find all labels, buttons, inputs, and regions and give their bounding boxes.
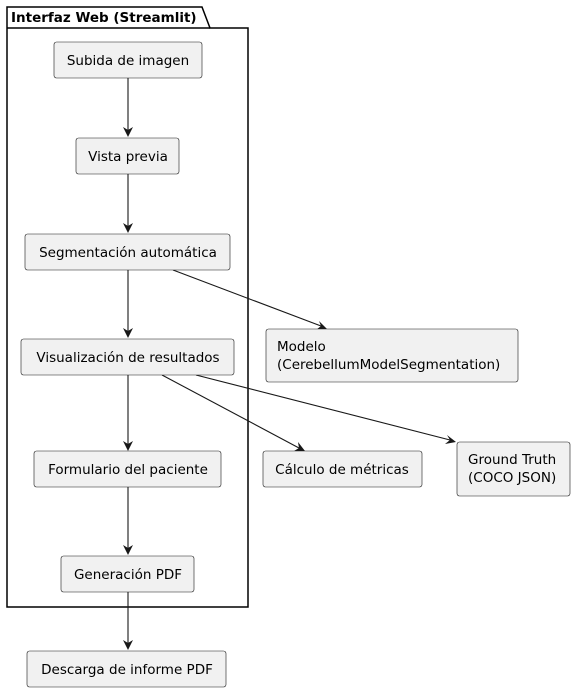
arrowhead (123, 441, 133, 451)
arrowhead (316, 321, 327, 330)
node-label-line2: (COCO JSON) (468, 470, 556, 486)
node-label: Formulario del paciente (48, 462, 208, 478)
node-preview: Vista previa (75, 137, 180, 175)
edges (123, 78, 456, 650)
arrowhead (123, 545, 133, 555)
node-label: Vista previa (88, 149, 168, 165)
node-visualization: Visualización de resultados (20, 338, 235, 376)
edge-segmentation-model (172, 269, 322, 327)
package-streamlit: Interfaz Web (Streamlit) (6, 6, 249, 608)
arrowhead (123, 127, 133, 137)
edge-visualization-ground-truth (195, 374, 451, 441)
node-label: Descarga de informe PDF (41, 662, 213, 678)
node-label-line1: Ground Truth (468, 452, 556, 468)
node-segmentation: Segmentación automática (24, 233, 231, 271)
node-label-line2: (CerebellumModelSegmentation) (277, 357, 500, 373)
node-label: Subida de imagen (67, 53, 189, 69)
package-title: Interfaz Web (Streamlit) (11, 10, 197, 26)
node-metrics: Cálculo de métricas (262, 450, 423, 488)
node-pdf-generation: Generación PDF (60, 555, 195, 593)
node-label: Generación PDF (74, 567, 182, 583)
node-upload: Subida de imagen (53, 41, 203, 79)
arrowhead (294, 442, 305, 451)
arrowhead (123, 640, 133, 650)
node-ground-truth: Ground Truth (COCO JSON) (456, 441, 571, 497)
node-label: Cálculo de métricas (275, 462, 409, 478)
node-label: Visualización de resultados (36, 350, 219, 366)
node-label: Segmentación automática (39, 245, 217, 261)
edge-visualization-metrics (161, 374, 300, 449)
arrowhead (123, 328, 133, 338)
node-download-pdf: Descarga de informe PDF (26, 650, 227, 688)
arrowhead (445, 435, 456, 444)
node-label-line1: Modelo (277, 339, 326, 355)
node-patient-form: Formulario del paciente (33, 450, 222, 488)
node-model: Modelo (CerebellumModelSegmentation) (265, 328, 519, 383)
arrowhead (123, 223, 133, 233)
